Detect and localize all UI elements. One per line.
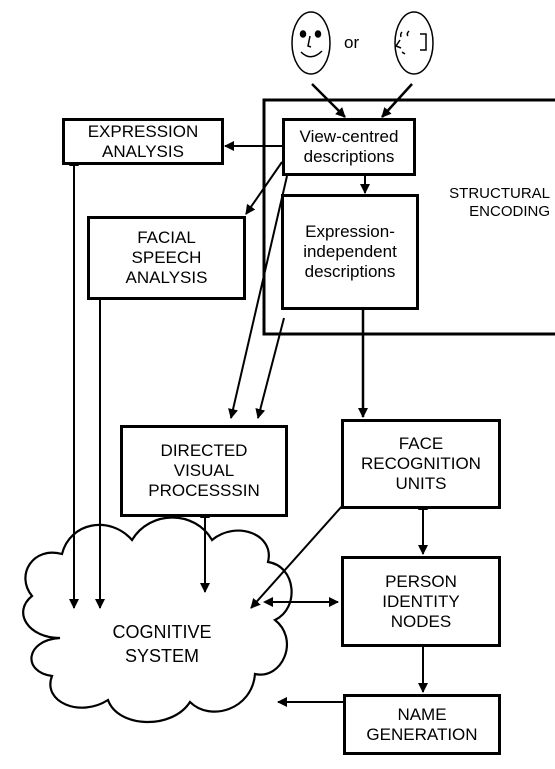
person-identity-line2: IDENTITY xyxy=(382,591,460,611)
directed-visual-line3: PROCESSSIN xyxy=(148,481,260,500)
face-recognition-line2: RECOGNITION xyxy=(361,454,481,473)
structural-encoding-label-line2: ENCODING xyxy=(469,203,550,220)
cognitive-system-label: COGNITIVE SYSTEM xyxy=(62,620,262,668)
arrow-view-to-directed-visual xyxy=(228,175,288,419)
person-identity-line1: PERSON xyxy=(385,571,457,591)
expression-analysis-line2: ANALYSIS xyxy=(102,141,184,161)
structural-encoding-label: STRUCTURAL ENCODING xyxy=(430,185,550,221)
arrow-expression-independent-to-directed-visual xyxy=(255,317,285,419)
face-recognition-line1: FACE xyxy=(398,434,444,453)
view-centred-line1: View-centred xyxy=(299,127,399,146)
person-identity-line3: NODES xyxy=(390,611,452,631)
directed-visual-line1: DIRECTED xyxy=(160,441,248,460)
expression-independent-line1: Expression- xyxy=(305,222,395,241)
arrow-face2-to-view xyxy=(381,83,413,118)
face-recognition-units-box: FACE RECOGNITION UNITS xyxy=(341,419,501,509)
arrow-view-to-facial-speech xyxy=(245,161,283,215)
view-centred-descriptions-box: View-centred descriptions xyxy=(282,118,416,176)
facial-speech-line3: ANALYSIS xyxy=(125,268,208,287)
expression-independent-descriptions-box: Expression- independent descriptions xyxy=(281,194,419,310)
view-centred-line2: descriptions xyxy=(303,147,395,166)
facial-speech-line1: FACIAL xyxy=(137,228,196,247)
cognitive-system-cloud xyxy=(22,516,293,724)
name-generation-line1: NAME xyxy=(397,704,447,724)
person-identity-nodes-box: PERSON IDENTITY NODES xyxy=(341,556,501,647)
arrow-face1-to-view xyxy=(311,83,346,118)
expression-independent-line3: descriptions xyxy=(304,262,396,281)
directed-visual-line2: VISUAL xyxy=(173,461,235,480)
cognitive-system-line1: COGNITIVE xyxy=(112,622,212,642)
structural-encoding-frame xyxy=(262,98,555,336)
cognitive-system-line2: SYSTEM xyxy=(124,646,199,666)
profile-face-icon xyxy=(394,11,434,75)
front-face-icon xyxy=(291,11,331,75)
facial-speech-analysis-box: FACIAL SPEECH ANALYSIS xyxy=(87,216,246,300)
or-label: or xyxy=(344,33,360,52)
expression-analysis-line1: EXPRESSION xyxy=(87,121,199,141)
name-generation-line2: GENERATION xyxy=(366,724,478,744)
expression-independent-line2: independent xyxy=(303,242,397,261)
face-recognition-line3: UNITS xyxy=(395,474,447,493)
facial-speech-line2: SPEECH xyxy=(131,248,202,267)
expression-analysis-box: EXPRESSION ANALYSIS xyxy=(62,118,224,165)
structural-encoding-label-line1: STRUCTURAL xyxy=(449,185,550,202)
arrow-fru-to-cognitive xyxy=(250,504,344,609)
name-generation-box: NAME GENERATION xyxy=(343,694,501,755)
directed-visual-processing-box: DIRECTED VISUAL PROCESSSIN xyxy=(120,425,288,517)
